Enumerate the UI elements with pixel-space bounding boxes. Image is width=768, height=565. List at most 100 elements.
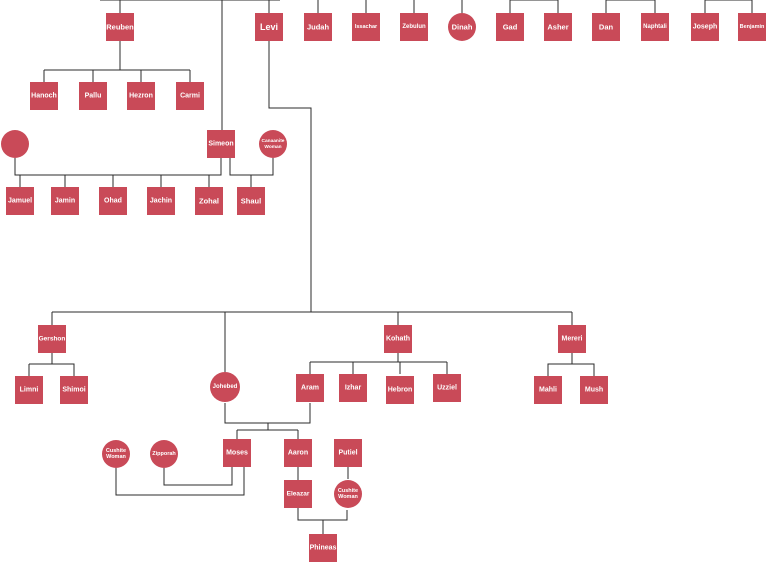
- node-label: Shaul: [241, 197, 261, 206]
- connector: [51, 353, 75, 376]
- node-label: Jachin: [150, 198, 172, 205]
- node-mush: Mush: [580, 376, 608, 404]
- female-node-shape: [210, 372, 240, 402]
- male-node-shape: [339, 374, 367, 402]
- node-hanoch: Hanoch: [30, 82, 58, 110]
- node-uzziel: Uzziel: [433, 374, 461, 402]
- male-node-shape: [207, 130, 235, 158]
- node-label: Mahli: [539, 387, 557, 394]
- male-node-shape: [127, 82, 155, 110]
- node-label: Eleazar: [287, 491, 310, 498]
- female-node-shape: [150, 440, 178, 468]
- node-label: Pallu: [85, 93, 102, 100]
- node-simeon: Simeon: [207, 130, 235, 158]
- node-label: Hezron: [129, 93, 153, 100]
- male-node-shape: [79, 82, 107, 110]
- node-label: Limni: [20, 387, 39, 394]
- node-label: Putiel: [338, 450, 357, 457]
- node-judah: Judah: [304, 13, 332, 41]
- node-gershon: Gershon: [38, 325, 66, 353]
- male-node-shape: [15, 376, 43, 404]
- female-node-shape: [259, 130, 287, 158]
- male-node-shape: [147, 187, 175, 215]
- female-node-shape: [448, 13, 476, 41]
- node-label: Benjamin: [740, 24, 765, 30]
- connector: [14, 158, 222, 176]
- node-label: Jamuel: [8, 198, 32, 205]
- node-label: Issachar: [355, 24, 378, 30]
- male-node-shape: [304, 13, 332, 41]
- connector: [115, 467, 245, 496]
- node-label: Jamin: [55, 198, 75, 205]
- node-izhar: Izhar: [339, 374, 367, 402]
- node-label: Phineas: [310, 545, 337, 552]
- node-shimoi: Shimoi: [60, 376, 88, 404]
- node-phineas: Phineas: [309, 534, 337, 562]
- node-gad: Gad: [496, 13, 524, 41]
- node-jamuel: Jamuel: [6, 187, 34, 215]
- node-label: Judah: [307, 23, 330, 32]
- connector: [163, 467, 233, 486]
- node-joseph: Joseph: [691, 13, 719, 41]
- node-label: Johebed: [213, 384, 238, 390]
- node-issachar: Issachar: [352, 13, 380, 41]
- node-label: Reuben: [106, 23, 134, 32]
- node-aaron: Aaron: [284, 439, 312, 467]
- node-kohath: Kohath: [384, 325, 412, 353]
- node-label: Mereri: [561, 336, 582, 343]
- node-levi: Levi: [255, 13, 283, 41]
- node-label: Zipporah: [152, 451, 176, 457]
- node-label: Izhar: [345, 385, 362, 392]
- male-node-shape: [106, 13, 134, 41]
- male-node-shape: [284, 480, 312, 508]
- connector: [509, 0, 559, 13]
- male-node-shape: [255, 13, 283, 41]
- node-limni: Limni: [15, 376, 43, 404]
- male-node-shape: [592, 13, 620, 41]
- node-jachin: Jachin: [147, 187, 175, 215]
- node-label: Zebulun: [402, 24, 426, 30]
- node-label: Hebron: [388, 387, 413, 394]
- connector: [224, 403, 311, 424]
- male-node-shape: [30, 82, 58, 110]
- male-node-shape: [176, 82, 204, 110]
- node-zohal: Zohal: [195, 187, 223, 215]
- node-benjamin: Benjamin: [738, 13, 766, 41]
- male-node-shape: [60, 376, 88, 404]
- male-node-shape: [691, 13, 719, 41]
- node-label: Zohal: [199, 197, 219, 206]
- male-node-shape: [237, 187, 265, 215]
- node-simeon-wife: [1, 130, 29, 158]
- male-node-shape: [6, 187, 34, 215]
- female-node-shape: [334, 480, 362, 508]
- male-node-shape: [580, 376, 608, 404]
- node-dan: Dan: [592, 13, 620, 41]
- node-eleazar: Eleazar: [284, 480, 312, 508]
- male-node-shape: [334, 439, 362, 467]
- node-jamin: Jamin: [51, 187, 79, 215]
- node-label: Asher: [547, 23, 568, 32]
- node-label: Hanoch: [31, 93, 57, 100]
- node-dinah: Dinah: [448, 13, 476, 41]
- node-label: Naphtali: [643, 24, 667, 30]
- male-node-shape: [309, 534, 337, 562]
- node-label: Uzziel: [437, 385, 457, 392]
- node-pallu: Pallu: [79, 82, 107, 110]
- node-label: Carmi: [180, 93, 200, 100]
- connector: [236, 430, 299, 439]
- node-hezron: Hezron: [127, 82, 155, 110]
- connector: [605, 0, 656, 13]
- node-label: Ohad: [104, 198, 122, 205]
- male-node-shape: [38, 325, 66, 353]
- connector: [547, 353, 595, 376]
- node-naphtali: Naphtali: [641, 13, 669, 41]
- connector: [51, 312, 573, 325]
- male-node-shape: [284, 439, 312, 467]
- connector: [268, 41, 312, 312]
- node-label: Shimoi: [62, 387, 85, 394]
